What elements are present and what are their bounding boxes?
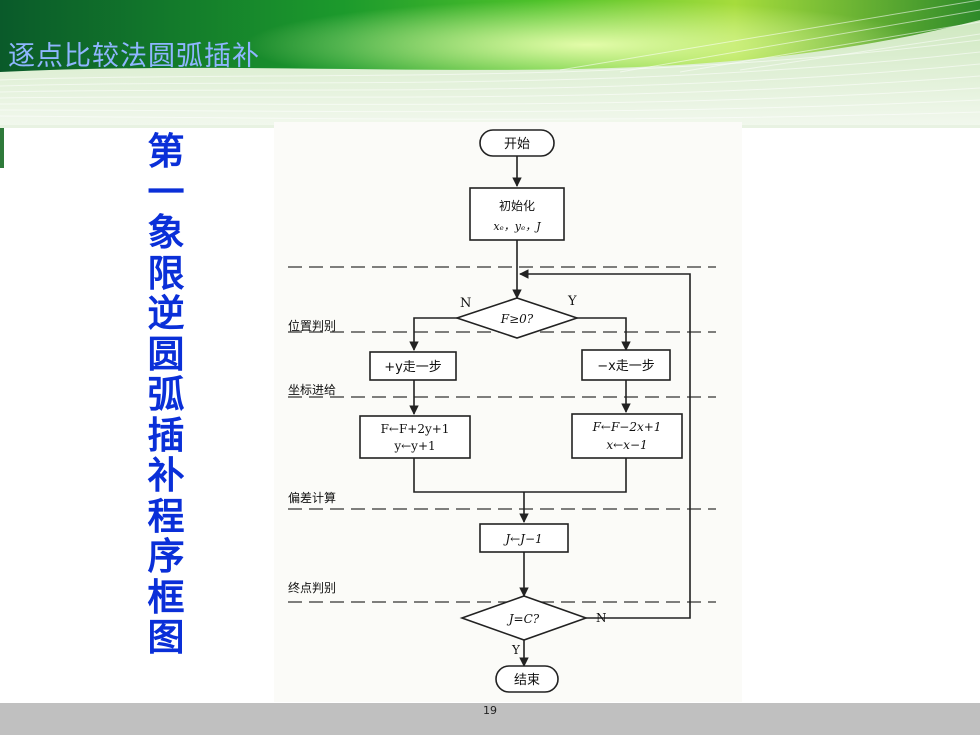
decision-j-yes: Y bbox=[511, 643, 521, 657]
vertical-title: 第 一 象 限 逆 圆 弧 插 补 程 序 框 图 bbox=[140, 130, 192, 659]
start-label: 开始 bbox=[504, 137, 530, 152]
decision-f-no: N bbox=[460, 296, 471, 311]
vertical-title-char: 一 bbox=[147, 170, 185, 214]
vertical-title-char: 序 bbox=[147, 535, 185, 578]
vertical-title-char: 插 bbox=[147, 413, 185, 457]
step-x-label: −x走一步 bbox=[597, 359, 655, 374]
calc-left-line1: F←F+2y+1 bbox=[381, 422, 450, 436]
vertical-title-char: 逆 bbox=[147, 292, 185, 335]
vertical-title-char: 限 bbox=[147, 251, 185, 295]
vertical-title-char: 程 bbox=[147, 494, 185, 538]
vertical-title-char: 补 bbox=[147, 454, 185, 497]
init-label: 初始化 bbox=[499, 199, 535, 213]
decision-f-label: F≥0? bbox=[500, 312, 534, 326]
stage-label-position: 位置判别 bbox=[288, 318, 336, 333]
calc-right-line2: x←x−1 bbox=[606, 438, 647, 452]
counter-label: J←J−1 bbox=[502, 532, 542, 546]
left-accent-bar bbox=[0, 128, 4, 168]
step-y-box bbox=[369, 351, 457, 381]
footer-bar bbox=[0, 703, 980, 735]
step-x-box bbox=[581, 349, 671, 381]
init-params: xₑ，yₑ，J bbox=[493, 220, 541, 233]
vertical-title-char: 图 bbox=[147, 616, 185, 659]
decision-j-label: J=C? bbox=[506, 612, 540, 626]
end-label: 结束 bbox=[514, 673, 540, 688]
decision-j-diamond bbox=[459, 595, 589, 641]
flowchart: 位置判别 坐标进给 偏差计算 终点判别 开始 初始化 xₑ，yₑ，J F≥0? … bbox=[274, 122, 742, 702]
calc-right-line1: F←F−2x+1 bbox=[592, 420, 662, 434]
vertical-title-char: 框 bbox=[147, 575, 185, 619]
calc-left-box bbox=[359, 415, 471, 459]
vertical-title-char: 象 bbox=[147, 211, 185, 254]
init-box bbox=[469, 187, 565, 241]
end-terminal bbox=[495, 665, 559, 693]
decision-f-diamond bbox=[454, 297, 580, 339]
vertical-title-char: 圆 bbox=[147, 332, 185, 376]
step-y-label: +y走一步 bbox=[384, 360, 442, 375]
page-number: 19 bbox=[483, 704, 497, 717]
vertical-title-char: 第 bbox=[147, 130, 185, 173]
slide-title: 逐点比较法圆弧插补 bbox=[8, 41, 260, 72]
header-banner bbox=[0, 0, 980, 128]
start-terminal bbox=[479, 129, 555, 157]
decision-f-yes: Y bbox=[567, 294, 577, 309]
vertical-title-char: 弧 bbox=[147, 373, 185, 416]
calc-right-box bbox=[571, 413, 683, 459]
stage-label-feed: 坐标进给 bbox=[288, 383, 336, 397]
decision-j-no: N bbox=[596, 611, 607, 625]
counter-box bbox=[479, 523, 569, 553]
calc-left-line2: y←y+1 bbox=[393, 439, 435, 453]
stage-label-endpoint: 终点判别 bbox=[288, 580, 336, 595]
stage-label-deviation: 偏差计算 bbox=[288, 490, 336, 505]
